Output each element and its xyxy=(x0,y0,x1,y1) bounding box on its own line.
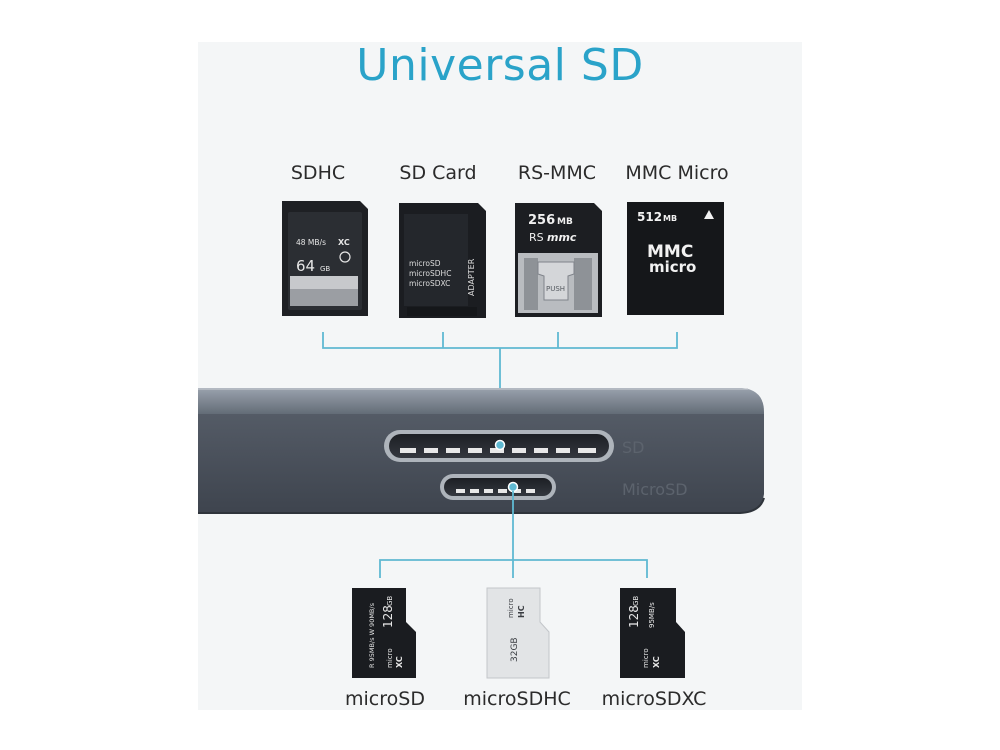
rsmmc-unit-text: MB xyxy=(557,217,573,227)
mmcmicro-unit-text: MB xyxy=(663,214,677,223)
rsmmc-push-text: PUSH xyxy=(546,285,565,293)
microsdxc-capacity-text: 128 xyxy=(627,605,641,628)
microsd-class-text: XC xyxy=(395,656,404,668)
microsdxc-class-text: XC xyxy=(652,656,661,668)
mmc-micro-card: 512 MB MMC micro xyxy=(627,202,724,315)
bottom-connector-lines xyxy=(379,491,648,578)
microsdxc-unit-text: GB xyxy=(632,596,640,606)
microsdxc-brand-text: micro xyxy=(642,648,650,668)
card-label-mmc-micro: MMC Micro xyxy=(625,162,729,184)
sdhc-speed-text: 48 MB/s xyxy=(296,238,326,247)
rsmmc-brand2-text: mmc xyxy=(547,231,577,244)
card-label-microsdhc: microSDHC xyxy=(463,688,571,710)
microsdxc-speed-text: 95MB/s xyxy=(648,602,656,628)
adapter-side-text: ADAPTER xyxy=(467,258,476,296)
rsmmc-capacity-text: 256 xyxy=(528,213,555,228)
card-label-rs-mmc: RS-MMC xyxy=(517,162,597,184)
mmcmicro-brand2-text: micro xyxy=(649,258,696,276)
microsdhc-card: micro HC 32GB xyxy=(486,587,550,679)
sdhc-class-text: XC xyxy=(338,238,350,247)
sd-port-label: SD xyxy=(622,438,645,457)
sdhc-unit-text: GB xyxy=(320,265,330,273)
microsd-brand-text: micro xyxy=(386,648,394,668)
mmcmicro-capacity-text: 512 xyxy=(637,210,662,224)
adapter-line-3: microSDXC xyxy=(409,279,450,288)
mmcmicro-brand-text: MMC xyxy=(647,242,693,262)
sdhc-capacity-text: 64 xyxy=(296,257,315,275)
page-title: Universal SD xyxy=(356,40,644,91)
microsdhc-capacity-text: 32GB xyxy=(510,637,520,662)
sd-adapter-card: microSD microSDHC microSDXC ADAPTER xyxy=(399,203,486,318)
microsd-speed-text: R 95MB/s W 90MB/s xyxy=(368,602,376,668)
rsmmc-brand-text: RS xyxy=(529,231,544,244)
microsd-slot xyxy=(440,474,556,500)
card-label-microsd: microSD xyxy=(345,688,425,710)
adapter-line-2: microSDHC xyxy=(409,269,451,278)
card-reader-device xyxy=(198,388,765,514)
sdhc-card: 48 MB/s XC 64 GB xyxy=(282,201,368,316)
card-label-sdhc: SDHC xyxy=(290,162,346,184)
class-10-icon xyxy=(339,251,351,263)
adapter-line-1: microSD xyxy=(409,259,441,268)
microsd-unit-text: GB xyxy=(386,596,394,606)
insert-arrow-icon xyxy=(704,210,714,219)
microsdhc-brand-text: micro xyxy=(507,598,515,618)
rs-mmc-card: 256 MB RS mmc PUSH xyxy=(515,203,602,317)
card-label-sd-card: SD Card xyxy=(399,162,477,184)
microsd-card: R 95MB/s W 90MB/s 128 GB micro XC xyxy=(352,588,416,678)
microsd-port-label: MicroSD xyxy=(622,480,688,499)
microsdhc-class-text: HC xyxy=(517,605,526,618)
card-label-microsdxc: microSDXC xyxy=(601,688,707,710)
microsd-capacity-text: 128 xyxy=(381,605,395,628)
microsdxc-card: 128 GB 95MB/s micro XC xyxy=(620,588,685,678)
